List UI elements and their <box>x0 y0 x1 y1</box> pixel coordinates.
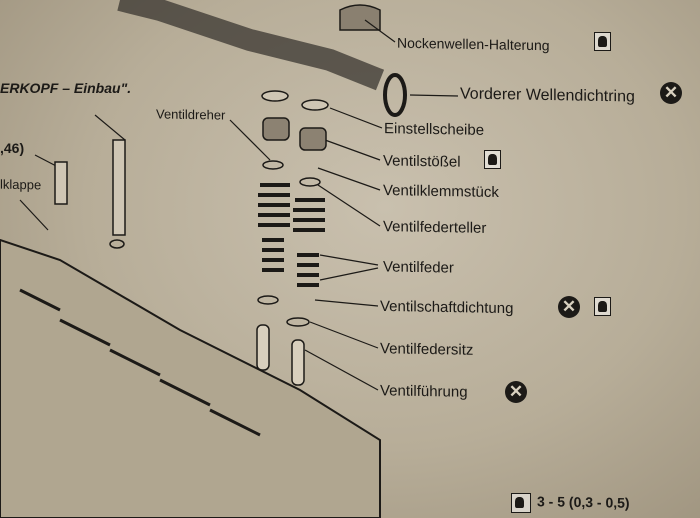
label-ventilklemmstueck: Ventilklemmstück <box>383 181 499 202</box>
grease-icon <box>594 297 611 316</box>
replace-icon: ✕ <box>660 82 682 104</box>
leader-lines <box>19 19 459 391</box>
label-ventilfederteller: Ventilfederteller <box>383 218 487 237</box>
label-einstellscheibe: Einstellscheibe <box>384 120 485 139</box>
replace-icon: ✕ <box>558 296 580 318</box>
section-title-fragment: ERKOPF – Einbau". <box>0 80 132 96</box>
label-ventilfeder: Ventilfeder <box>383 258 454 277</box>
valve-stack-left <box>256 90 290 371</box>
part-fragment-label: lklappe <box>0 176 42 193</box>
label-ventilschaftdichtung: Ventilschaftdichtung <box>380 297 514 318</box>
torque-fragment: ,46) <box>0 140 25 156</box>
replace-icon: ✕ <box>505 381 527 403</box>
label-wellendichtring: Vorderer Wellendichtring <box>460 85 635 106</box>
grease-icon <box>484 150 501 169</box>
label-ventilfedersitz: Ventilfedersitz <box>380 340 474 359</box>
label-nockenwellen-halterung: Nockenwellen-Halterung <box>397 34 550 54</box>
label-ventilfuehrung: Ventilführung <box>380 382 468 401</box>
label-ventilstoessel: Ventilstößel <box>383 152 461 171</box>
grease-icon <box>594 32 611 51</box>
label-ventildreher: Ventildreher <box>156 106 226 123</box>
bolt-and-head <box>0 139 381 518</box>
torque-wrench-icon <box>511 493 531 513</box>
torque-spec: 3 - 5 (0,3 - 0,5) <box>537 493 630 511</box>
valve-stack-right <box>286 99 329 386</box>
